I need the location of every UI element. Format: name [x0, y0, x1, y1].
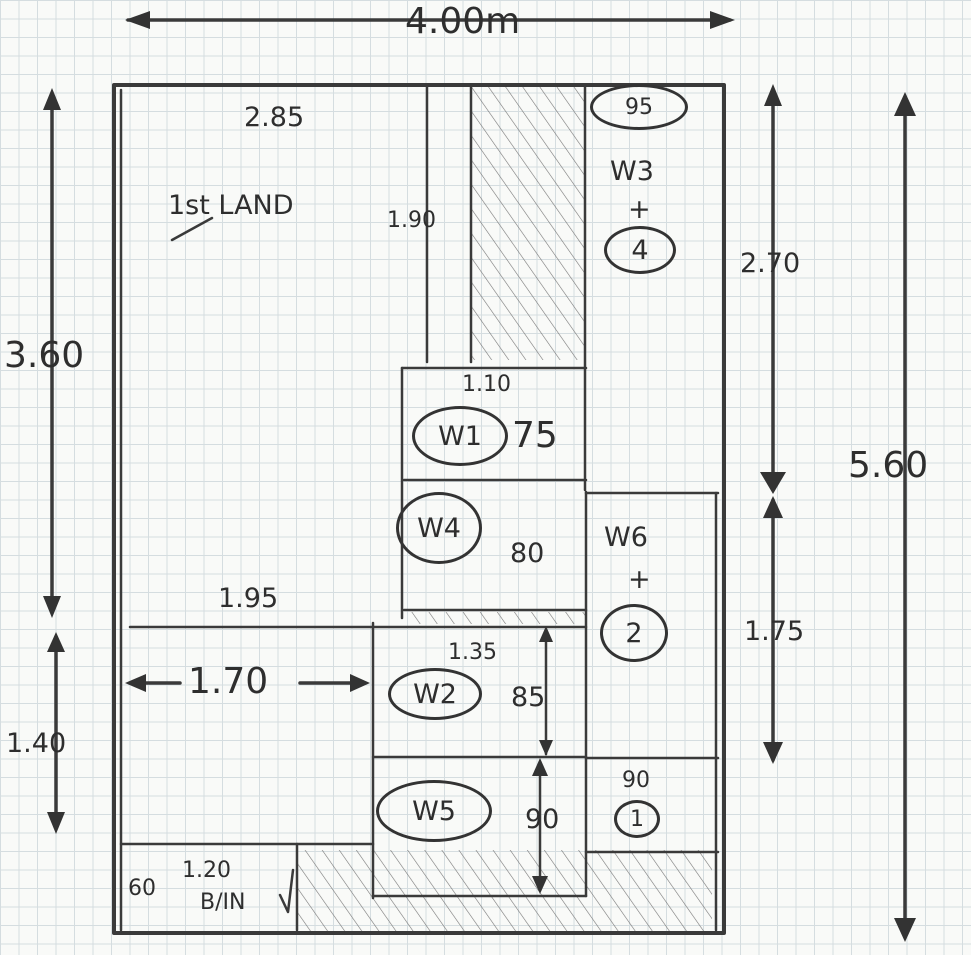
w1-side-dim: 75: [512, 415, 558, 456]
w1-circle: W1: [412, 406, 508, 466]
s1-circle: 1: [614, 800, 660, 838]
lower-left-height-label: 1.40: [6, 728, 67, 759]
w3-label: W3: [610, 156, 654, 187]
left-height-label: 3.60: [4, 335, 85, 376]
top-width-label: 2.85: [244, 102, 305, 133]
bin-60-label: 60: [128, 876, 156, 901]
w4-side-dim: 80: [510, 538, 545, 569]
w3-top-circle: 95: [590, 84, 688, 130]
w6-label: W6: [604, 522, 648, 553]
bin-label: B/IN: [200, 890, 246, 915]
w4-circle: W4: [396, 492, 482, 564]
right-height-label: 5.60: [848, 445, 929, 486]
w5-circle: W5: [376, 780, 492, 842]
strip-hatch: [405, 612, 585, 624]
stair-void-hatch: [471, 87, 584, 360]
outer-wall: [112, 83, 726, 935]
w6-number-circle: 2: [600, 604, 668, 662]
width-195-label: 1.95: [218, 583, 279, 614]
w5-side-dim: 90: [525, 804, 560, 835]
bin-width-label: 1.20: [182, 858, 231, 883]
w2-circle: W2: [388, 668, 482, 720]
right-lower-label: 1.75: [744, 616, 805, 647]
w1-top-dim: 1.10: [462, 372, 511, 397]
w3-number-circle: 4: [604, 226, 676, 274]
right-upper-label: 2.70: [740, 248, 801, 279]
w2-side-dim: 85: [511, 682, 546, 713]
width-170-label: 1.70: [188, 661, 269, 702]
landing-gap-label: 1.90: [387, 208, 436, 233]
w3-plus: +: [628, 194, 651, 225]
w6-plus: +: [628, 564, 651, 595]
overall-width-label: 4.00m: [405, 1, 521, 42]
w2-top-dim: 1.35: [448, 640, 497, 665]
landing-label: 1st LAND: [168, 190, 294, 221]
s1-top-dim: 90: [622, 768, 650, 793]
bottom-hatch: [297, 850, 712, 932]
